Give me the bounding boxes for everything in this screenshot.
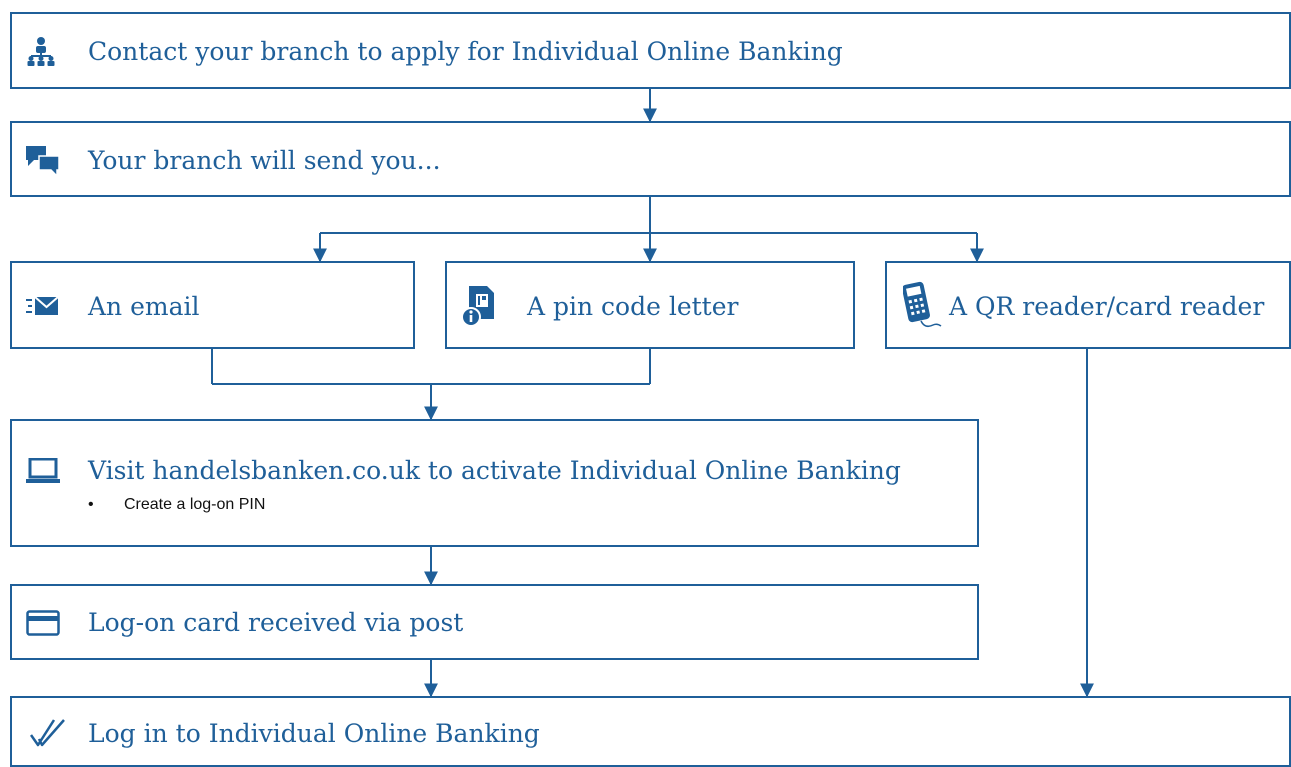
step-pin-box: A pin code letter	[445, 261, 855, 349]
step-apply-label: Contact your branch to apply for Individ…	[88, 37, 843, 66]
step-email-label: An email	[88, 292, 200, 321]
step-reader-label: A QR reader/card reader	[949, 292, 1265, 321]
laptop-icon	[26, 457, 60, 489]
step-reader-box: A QR reader/card reader	[885, 261, 1291, 349]
card-reader-icon	[902, 281, 943, 336]
pin-letter-icon	[461, 285, 495, 332]
step-email-box: An email	[10, 261, 415, 349]
step-visit-label: Visit handelsbanken.co.uk to activate In…	[88, 456, 901, 485]
step-visit-box: Visit handelsbanken.co.uk to activate In…	[10, 419, 979, 547]
people-hierarchy-icon	[26, 36, 56, 71]
bullet-marker: •	[88, 496, 94, 513]
step-send-label: Your branch will send you...	[88, 146, 441, 175]
checkmark-icon	[29, 718, 66, 753]
step-visit-bullet: Create a log-on PIN	[124, 496, 266, 513]
chat-bubbles-icon	[26, 146, 60, 181]
card-icon	[26, 610, 60, 641]
step-pin-label: A pin code letter	[527, 292, 739, 321]
email-icon	[26, 296, 59, 320]
step-card-label: Log-on card received via post	[88, 608, 464, 637]
step-card-box: Log-on card received via post	[10, 584, 979, 660]
step-send-box: Your branch will send you...	[10, 121, 1291, 197]
step-login-label: Log in to Individual Online Banking	[88, 719, 540, 748]
step-apply-box: Contact your branch to apply for Individ…	[10, 12, 1291, 89]
step-login-box: Log in to Individual Online Banking	[10, 696, 1291, 767]
